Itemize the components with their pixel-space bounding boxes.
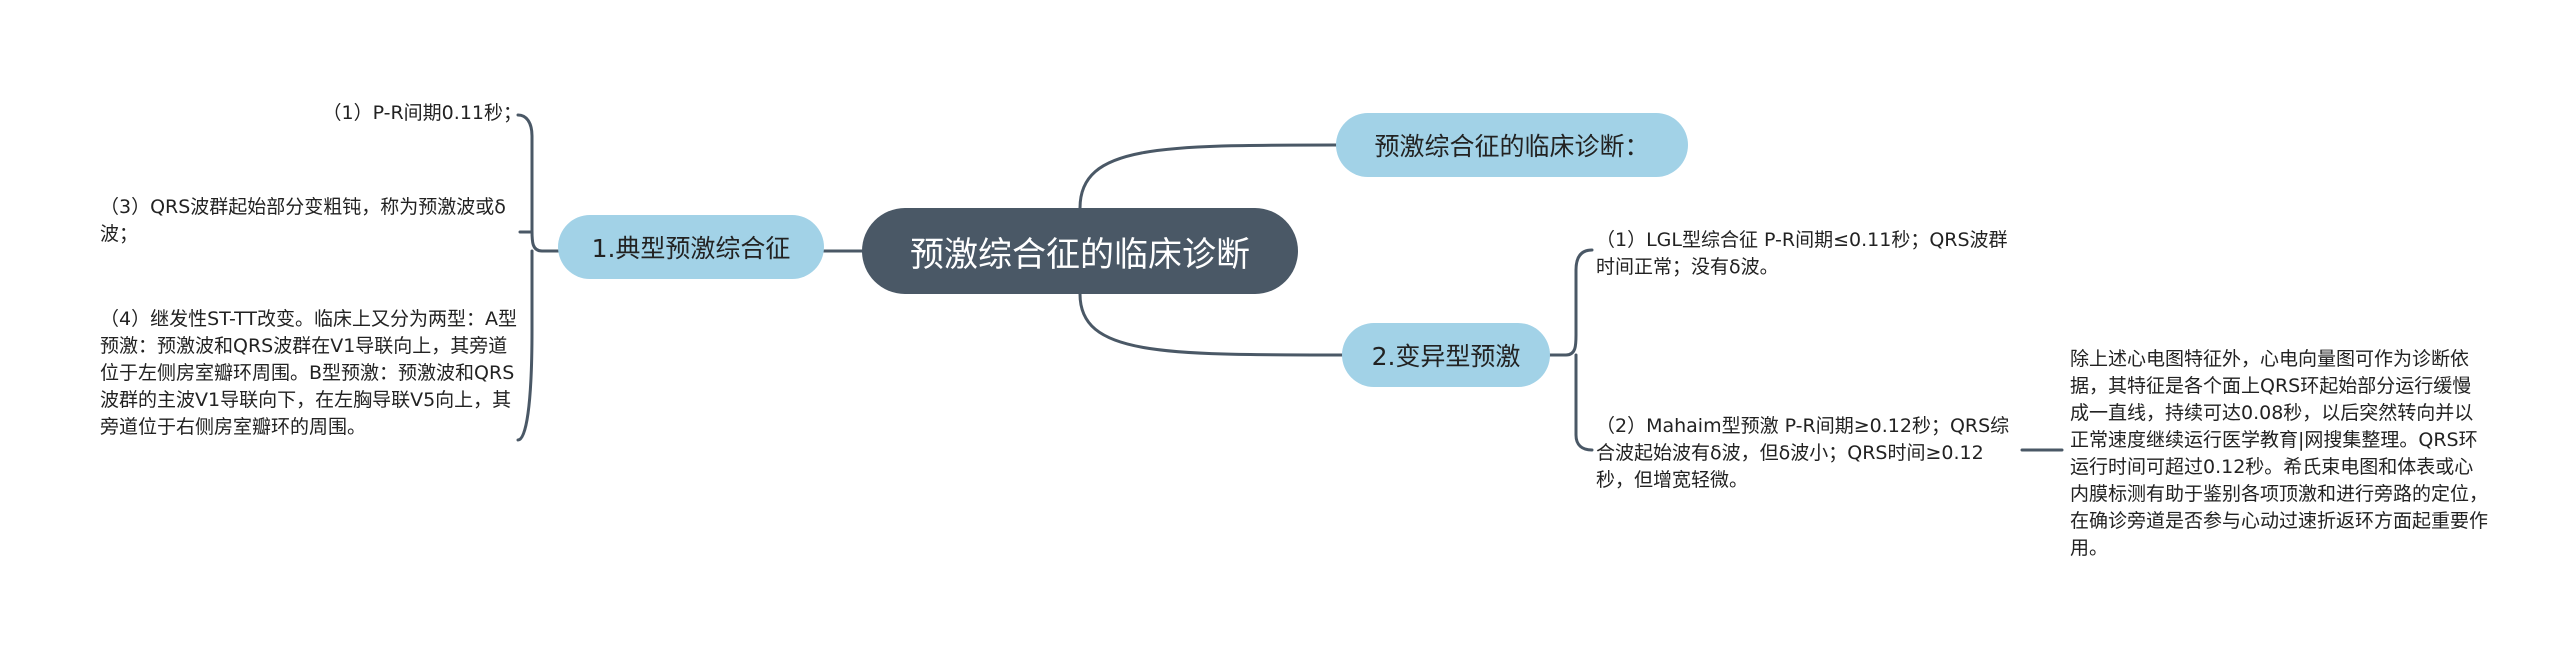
branch-typical-preexcitation[interactable]: 1.典型预激综合征 <box>558 215 824 279</box>
connector-variant-bracket <box>1548 248 1594 452</box>
branch-clinical-diagnosis[interactable]: 预激综合征的临床诊断： <box>1336 113 1688 177</box>
leaf-vectorcardiogram-note[interactable]: 除上述心电图特征外，心电向量图可作为诊断依据，其特征是各个面上QRS环起始部分运… <box>2070 348 2489 559</box>
leaf-mahaim-preexcitation[interactable]: （2）Mahaim型预激 P-R间期≥0.12秒；QRS综合波起始波有δ波，但δ… <box>1596 415 2010 491</box>
branch-variant-preexcitation[interactable]: 2.变异型预激 <box>1342 323 1550 387</box>
connector-typical-bracket <box>516 113 560 442</box>
central-topic[interactable]: 预激综合征的临床诊断 <box>862 208 1298 294</box>
leaf-delta-wave[interactable]: （3）QRS波群起始部分变粗钝，称为预激波或δ波； <box>100 196 506 245</box>
connector-root-diagnosis <box>1078 143 1338 210</box>
connector-root-variant <box>1078 292 1344 357</box>
leaf-pr-interval[interactable]: （1）P-R间期0.11秒； <box>322 102 523 124</box>
leaf-lgl-syndrome[interactable]: （1）LGL型综合征 P-R间期≤0.11秒；QRS波群时间正常；没有δ波。 <box>1596 229 2008 278</box>
leaf-st-tt-change[interactable]: （4）继发性ST-TT改变。临床上又分为两型：A型预激：预激波和QRS波群在V1… <box>100 308 517 438</box>
